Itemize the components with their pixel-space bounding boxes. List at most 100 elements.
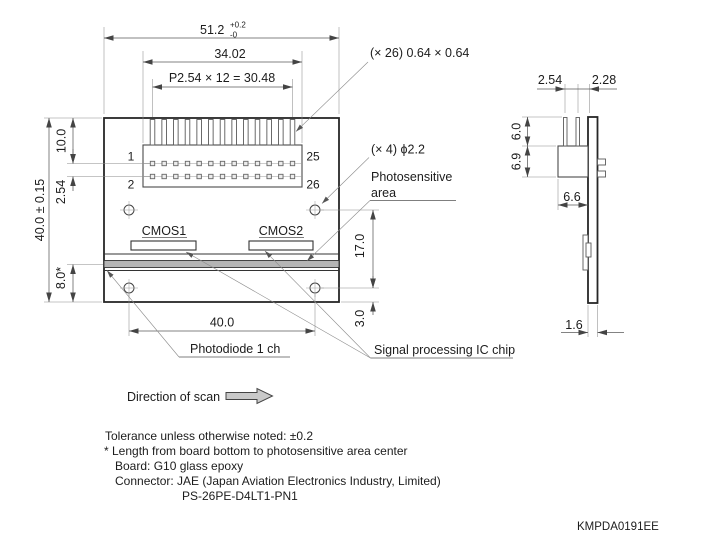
dim-side-pin-length: 6.0 bbox=[510, 123, 524, 140]
connector-pin-array bbox=[149, 119, 296, 180]
connector-pad bbox=[184, 160, 191, 167]
cmos2-chip bbox=[248, 240, 314, 251]
callout-photodiode: Photodiode 1 ch bbox=[190, 342, 280, 356]
side-board bbox=[587, 116, 599, 304]
connector-lead bbox=[149, 119, 156, 146]
connector-lead bbox=[184, 119, 191, 146]
connector-pad bbox=[196, 160, 202, 167]
connector-pad bbox=[289, 173, 296, 180]
connector-pad bbox=[196, 173, 202, 180]
scan-direction-label: Direction of scan bbox=[127, 390, 220, 404]
callout-signal-ic: Signal processing IC chip bbox=[374, 343, 515, 357]
connector-lead bbox=[289, 119, 296, 146]
side-view bbox=[557, 116, 606, 304]
connector-pad bbox=[243, 173, 249, 180]
note-tolerance: Tolerance unless otherwise noted: ±0.2 bbox=[105, 429, 313, 443]
dim-top-to-pin-row1: 10.0 bbox=[55, 129, 69, 153]
side-solder-tab-2 bbox=[597, 170, 606, 178]
connector-pad bbox=[161, 173, 167, 180]
connector-pad bbox=[173, 173, 179, 180]
note-connector-part: PS-26PE-D4LT1-PN1 bbox=[182, 489, 298, 503]
pin-number-26: 26 bbox=[306, 178, 320, 192]
cmos-chips: CMOS1 CMOS2 bbox=[130, 224, 314, 251]
callout-pads: (× 26) 0.64 × 0.64 bbox=[370, 46, 469, 60]
connector-pad bbox=[266, 173, 272, 180]
connector-lead bbox=[173, 119, 179, 146]
callout-pads-leader bbox=[295, 61, 369, 132]
dim-board-width: 51.2 bbox=[200, 23, 224, 37]
connector-lead bbox=[278, 119, 284, 146]
connector-pad bbox=[243, 160, 249, 167]
cmos2-label: CMOS2 bbox=[259, 224, 304, 238]
connector-pad bbox=[289, 160, 296, 167]
note-board: Board: G10 glass epoxy bbox=[115, 459, 243, 473]
callout-photosensitive-2: area bbox=[371, 186, 396, 200]
connector-pad bbox=[184, 173, 191, 180]
side-pin-2 bbox=[575, 117, 580, 147]
cmos1-label: CMOS1 bbox=[142, 224, 187, 238]
connector-pad bbox=[278, 173, 284, 180]
connector-lead bbox=[231, 119, 237, 146]
side-sensor-chip-detail bbox=[585, 242, 592, 258]
dim-board-width-tol-plus: +0.2 bbox=[230, 21, 246, 30]
connector-pad bbox=[173, 160, 179, 167]
connector-pad bbox=[208, 160, 214, 167]
dim-pin-row-gap: 2.54 bbox=[54, 180, 68, 204]
callout-holes: (× 4) ϕ2.2 bbox=[371, 143, 425, 157]
pin-number-25: 25 bbox=[306, 150, 320, 164]
connector-pad bbox=[149, 173, 156, 180]
dim-side-pin-to-edge: 2.28 bbox=[592, 73, 616, 87]
callout-holes-leader bbox=[321, 157, 370, 204]
notes-block: Tolerance unless otherwise noted: ±0.2 *… bbox=[104, 429, 441, 503]
callout-photosensitive-1: Photosensitive bbox=[371, 170, 452, 184]
callout-photosensitive-leader bbox=[306, 200, 371, 262]
document-number: KMPDA0191EE bbox=[577, 521, 659, 533]
dim-strip-to-bottom: 8.0* bbox=[54, 267, 68, 289]
dim-pin-pitch-row: P2.54 × 12 = 30.48 bbox=[169, 71, 275, 85]
connector-lead bbox=[196, 119, 202, 146]
connector-lead bbox=[208, 119, 214, 146]
front-dimensions: 51.2 +0.2 -0 34.02 P2.54 × 12 = 30.48 40… bbox=[33, 21, 379, 336]
scan-direction: Direction of scan bbox=[127, 387, 274, 405]
dim-hole-span: 40.0 bbox=[210, 316, 234, 330]
dim-side-connector-depth: 6.6 bbox=[563, 190, 580, 204]
dim-connector-width: 34.02 bbox=[214, 47, 245, 61]
connector-lead bbox=[161, 119, 167, 146]
connector-lead bbox=[266, 119, 272, 146]
side-connector bbox=[557, 145, 589, 178]
scan-direction-arrow bbox=[225, 387, 274, 405]
connector-lead bbox=[219, 119, 226, 146]
dim-board-width-tol-minus: -0 bbox=[230, 31, 238, 40]
note-connector: Connector: JAE (Japan Aviation Electroni… bbox=[115, 474, 441, 488]
connector-pad bbox=[254, 160, 261, 167]
pin-number-2: 2 bbox=[128, 178, 135, 192]
callouts: (× 26) 0.64 × 0.64 (× 4) ϕ2.2 Photosensi… bbox=[106, 46, 515, 359]
pin-number-1: 1 bbox=[128, 150, 135, 164]
side-dimensions: 2.54 2.28 6.0 6.9 6.6 1.6 bbox=[510, 73, 624, 337]
side-solder-tab-1 bbox=[597, 158, 606, 166]
connector-pad bbox=[219, 173, 226, 180]
connector-pad bbox=[161, 160, 167, 167]
dim-hole-to-bottom: 3.0 bbox=[353, 310, 367, 327]
connector-pad bbox=[266, 160, 272, 167]
photosensitive-strip bbox=[103, 253, 340, 271]
connector-pad bbox=[231, 160, 237, 167]
connector-pad bbox=[149, 160, 156, 167]
side-pin-1 bbox=[563, 117, 568, 147]
mounting-holes bbox=[120, 201, 324, 297]
connector-pad bbox=[219, 160, 226, 167]
connector-pad bbox=[278, 160, 284, 167]
callout-signal-ic-leader-2 bbox=[264, 250, 371, 359]
cmos1-chip bbox=[130, 240, 197, 251]
front-view: 1 2 25 26 CMOS1 CMOS2 bbox=[103, 117, 340, 303]
callout-photodiode-leader bbox=[106, 270, 180, 358]
connector-lead bbox=[243, 119, 249, 146]
note-length: * Length from board bottom to photosensi… bbox=[104, 444, 408, 458]
callout-signal-ic-leader-1 bbox=[185, 251, 371, 359]
connector-pad bbox=[231, 173, 237, 180]
connector-pad bbox=[208, 173, 214, 180]
dim-side-connector-height: 6.9 bbox=[510, 153, 524, 170]
dim-board-height: 40.0 ± 0.15 bbox=[33, 179, 47, 242]
